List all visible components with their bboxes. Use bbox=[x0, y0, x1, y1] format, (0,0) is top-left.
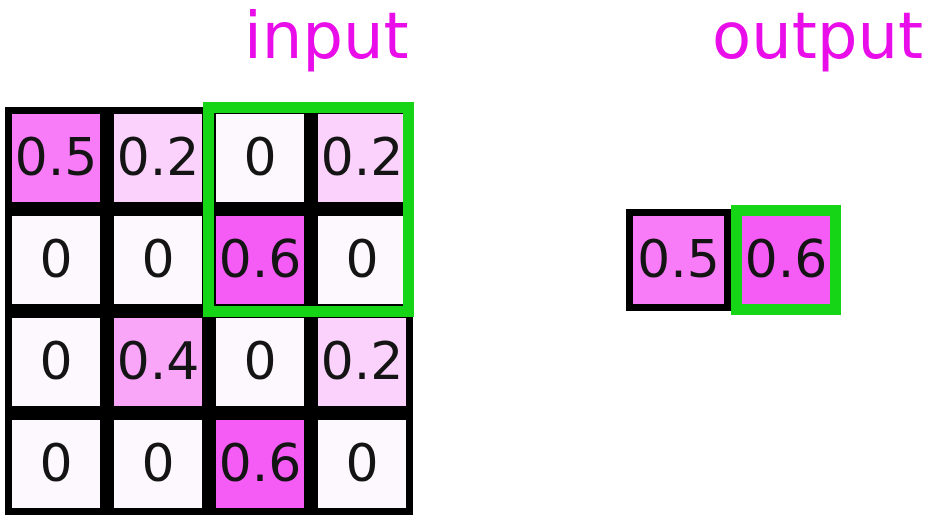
input-cell-r4c1: 0 bbox=[5, 413, 107, 515]
input-cell-r3c1: 0 bbox=[5, 311, 107, 413]
input-cell-r2c3: 0.6 bbox=[209, 209, 311, 311]
output-cell-1: 0.5 bbox=[626, 209, 731, 311]
input-cell-r1c3: 0 bbox=[209, 107, 311, 209]
input-cell-r1c1: 0.5 bbox=[5, 107, 107, 209]
input-cell-r4c4: 0 bbox=[311, 413, 413, 515]
input-cell-r3c3: 0 bbox=[209, 311, 311, 413]
input-cell-r3c2: 0.4 bbox=[107, 311, 209, 413]
input-cell-r4c3: 0.6 bbox=[209, 413, 311, 515]
output-title: output bbox=[712, 0, 924, 74]
input-cell-r4c2: 0 bbox=[107, 413, 209, 515]
input-title: input bbox=[244, 0, 409, 74]
input-cell-r1c4: 0.2 bbox=[311, 107, 413, 209]
input-cell-r1c2: 0.2 bbox=[107, 107, 209, 209]
input-cell-r2c2: 0 bbox=[107, 209, 209, 311]
output-cell-2-highlighted: 0.6 bbox=[731, 205, 841, 315]
input-cell-r3c4: 0.2 bbox=[311, 311, 413, 413]
input-grid: 0.5 0.2 0 0.2 0 0 0.6 0 0 0.4 0 0.2 0 0 … bbox=[5, 107, 413, 515]
output-grid: 0.5 0.6 bbox=[626, 205, 841, 315]
input-cell-r2c4: 0 bbox=[311, 209, 413, 311]
input-cell-r2c1: 0 bbox=[5, 209, 107, 311]
